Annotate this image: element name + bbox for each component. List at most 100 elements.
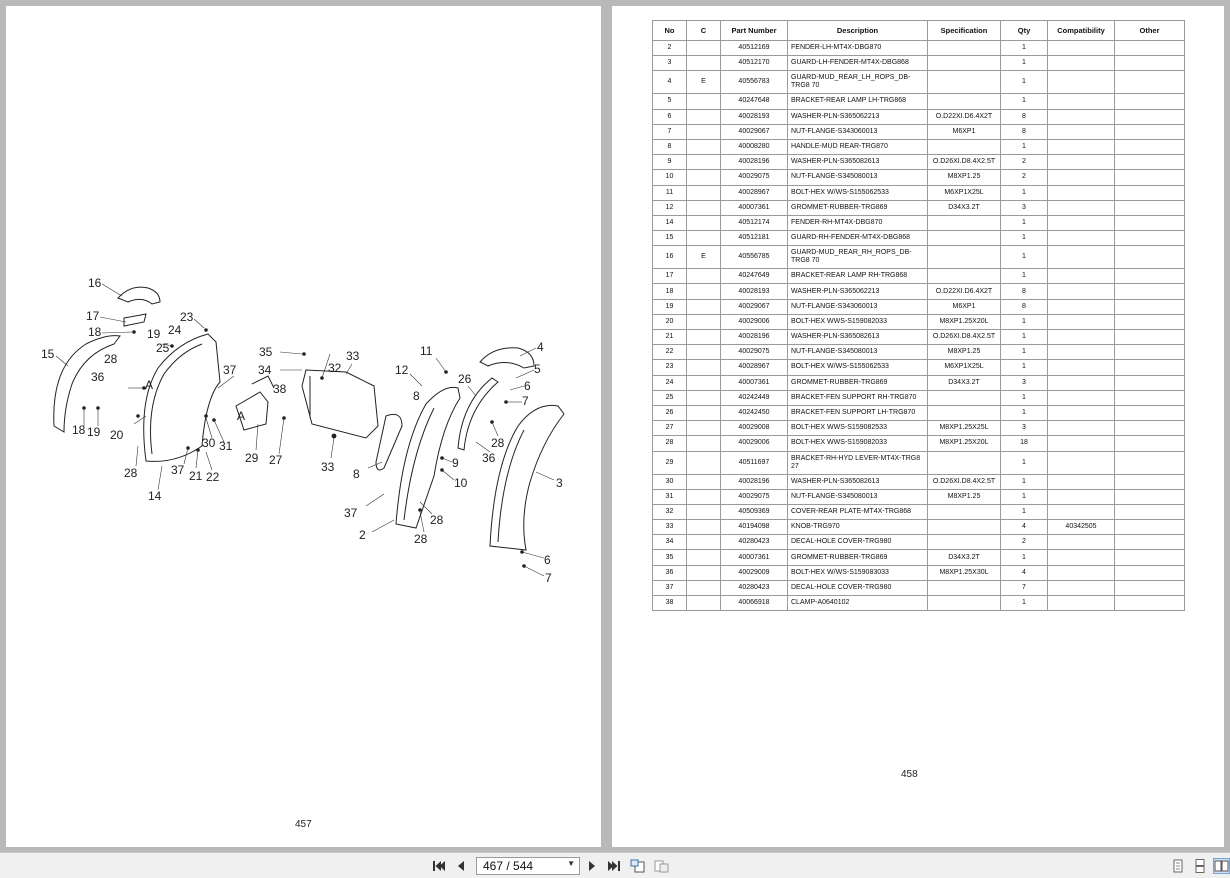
cell-description: FENDER-LH-MT4X-DBG870 <box>787 39 928 57</box>
cell-c <box>686 503 721 521</box>
cell-c <box>686 473 721 490</box>
cell-specification: M6XP1 <box>927 298 1001 315</box>
column-header-description: Description <box>787 20 928 41</box>
cell-c <box>686 39 721 57</box>
cell-specification <box>927 138 1001 156</box>
rotate-page-icon[interactable] <box>630 858 646 874</box>
cell-qty: 3 <box>1000 374 1048 391</box>
first-page-icon[interactable] <box>431 858 447 874</box>
cell-other <box>1114 450 1185 475</box>
cell-part-number: 40007361 <box>720 199 788 216</box>
cell-no: 23 <box>652 359 687 376</box>
page-number-select[interactable]: 467 / 544 ▼ <box>476 857 580 875</box>
cell-no: 18 <box>652 283 687 300</box>
callout-label: 34 <box>258 363 272 377</box>
cell-specification <box>927 534 1001 551</box>
cell-part-number: 40029008 <box>720 420 788 437</box>
table-header-row: No C Part Number Description Specificati… <box>652 20 1185 41</box>
cell-part-number: 40029075 <box>720 169 788 186</box>
cell-no: 6 <box>652 108 687 125</box>
cell-part-number: 40029075 <box>720 488 788 505</box>
cell-other <box>1114 420 1185 437</box>
cell-qty: 1 <box>1000 404 1048 422</box>
cell-specification: M8XP1.25X25L <box>927 420 1001 437</box>
cell-c <box>686 435 721 452</box>
exploded-parts-diagram: 16 17 18 23 24 19 25 15 28 36 37 A 18 19… <box>41 276 565 585</box>
two-page-view-icon[interactable] <box>1213 858 1230 874</box>
callout-label: 33 <box>321 460 335 474</box>
cell-other <box>1114 328 1185 346</box>
cell-compatibility <box>1047 245 1115 270</box>
cell-specification: D34X3.2T <box>927 374 1001 391</box>
cell-no: 7 <box>652 123 687 140</box>
last-page-icon[interactable] <box>606 858 622 874</box>
cell-specification: M8XP1.25 <box>927 169 1001 186</box>
callout-label: A <box>145 378 153 392</box>
column-header-other: Other <box>1114 20 1185 41</box>
column-header-part-number: Part Number <box>720 20 788 41</box>
previous-page-icon[interactable] <box>455 858 467 874</box>
cell-specification: M8XP1.25 <box>927 488 1001 505</box>
left-document-page: 16 17 18 23 24 19 25 15 28 36 37 A 18 19… <box>6 6 601 847</box>
cell-specification <box>927 70 1001 95</box>
continuous-view-icon[interactable] <box>1193 859 1207 873</box>
cell-description: CLAMP-A0640102 <box>787 594 928 612</box>
cell-no: 35 <box>652 549 687 566</box>
cell-other <box>1114 404 1185 422</box>
callout-label: 28 <box>104 352 118 366</box>
cell-compatibility <box>1047 579 1115 597</box>
cell-description: NUT-FLANGE-S345080013 <box>787 169 928 186</box>
cell-qty: 1 <box>1000 503 1048 521</box>
cell-other <box>1114 283 1185 300</box>
cell-specification <box>927 268 1001 285</box>
cell-compatibility <box>1047 549 1115 566</box>
next-page-icon[interactable] <box>586 858 598 874</box>
cell-no: 3 <box>652 55 687 72</box>
cell-compatibility <box>1047 199 1115 216</box>
cell-specification: D34X3.2T <box>927 199 1001 216</box>
cell-part-number: 40512169 <box>720 39 788 57</box>
callout-label: 12 <box>395 363 409 377</box>
cell-part-number: 40028196 <box>720 473 788 490</box>
cell-description: WASHER-PLN-S365062213 <box>787 108 928 125</box>
cell-compatibility <box>1047 594 1115 612</box>
single-page-view-icon[interactable] <box>1171 859 1185 873</box>
cell-no: 4 <box>652 70 687 95</box>
cell-other <box>1114 519 1185 536</box>
cell-specification: M8XP1.25X30L <box>927 564 1001 581</box>
cell-part-number: 40509369 <box>720 503 788 521</box>
column-header-compatibility: Compatibility <box>1047 20 1115 41</box>
cell-compatibility <box>1047 344 1115 361</box>
cell-qty: 1 <box>1000 313 1048 331</box>
callout-label: 24 <box>168 323 182 337</box>
cell-other <box>1114 230 1185 247</box>
cell-c <box>686 154 721 171</box>
cell-description: GUARD-RH-FENDER-MT4X-DBG868 <box>787 230 928 247</box>
cell-description: NUT-FLANGE-S345080013 <box>787 488 928 505</box>
cell-part-number: 40029075 <box>720 344 788 361</box>
cell-part-number: 40029009 <box>720 564 788 581</box>
cell-c <box>686 214 721 232</box>
cell-c <box>686 298 721 315</box>
cell-no: 25 <box>652 389 687 406</box>
cell-other <box>1114 108 1185 125</box>
cell-other <box>1114 594 1185 612</box>
export-page-icon[interactable] <box>654 858 670 874</box>
cell-other <box>1114 389 1185 406</box>
page-number: 458 <box>901 769 918 780</box>
cell-no: 2 <box>652 39 687 57</box>
callout-label: 27 <box>269 453 283 467</box>
cell-description: BRACKET-REAR LAMP LH-TRG868 <box>787 93 928 110</box>
